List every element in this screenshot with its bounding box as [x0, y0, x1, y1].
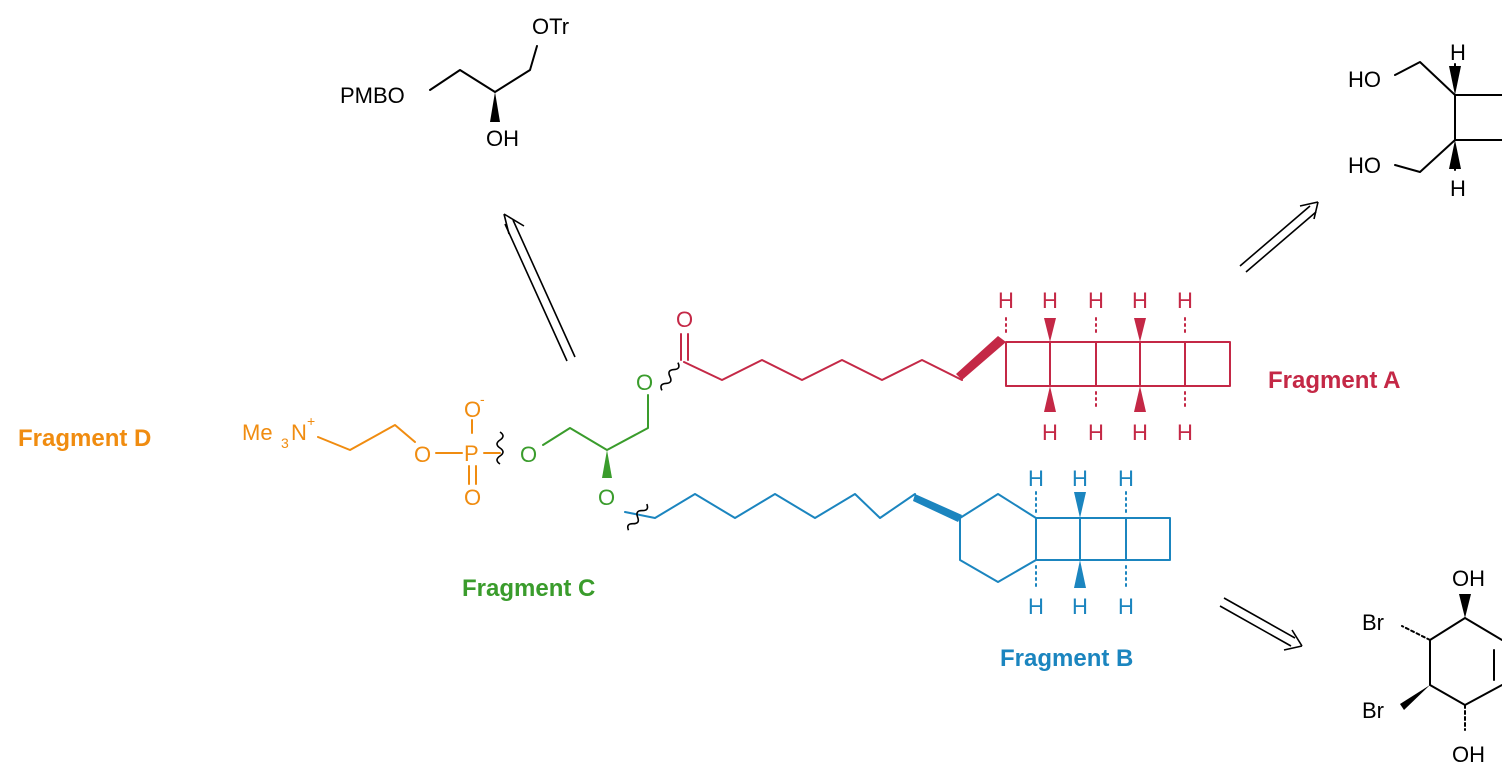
minus-charge: -	[480, 391, 485, 407]
retrosynthesis-arrows	[503, 201, 1319, 651]
oxygen-label: O	[414, 442, 431, 467]
stereo-wedge-bond	[1134, 386, 1146, 412]
hydrogen-label: H	[1450, 176, 1466, 201]
hydrogen-label: H	[1450, 40, 1466, 65]
stereo-wedge-bond	[1074, 560, 1086, 588]
stereo-wedge-bond	[956, 336, 1006, 380]
br-bottom-label: Br	[1362, 698, 1384, 723]
stereo-hash-bond	[1401, 625, 1466, 731]
carbonyl-oxygen-label: O	[676, 307, 693, 332]
stereo-wedge-bond	[602, 450, 612, 478]
stereo-wedge-bond	[1400, 685, 1430, 710]
oh-bottom-label: OH	[1452, 742, 1485, 767]
fragment-b-structure: H H H H H H	[624, 466, 1171, 619]
br-top-label: Br	[1362, 610, 1384, 635]
disconnection-marks	[496, 362, 680, 531]
hydrogen-label: H	[1118, 466, 1134, 491]
trimethyl-label: Me	[242, 420, 273, 445]
precursor-fragment-b: OH OH Br Br	[1362, 566, 1502, 767]
hydrogen-label: H	[1177, 420, 1193, 445]
stereo-wedge-bond	[1074, 492, 1086, 518]
plus-charge: +	[307, 413, 315, 429]
alkyl-chain-bonds	[624, 493, 916, 519]
hydrogen-label: H	[1132, 288, 1148, 313]
disconnection-wavy-line	[660, 362, 680, 391]
ladderane-ring-bonds	[1005, 341, 1231, 387]
hydrogen-label: H	[1118, 594, 1134, 619]
glycerol-backbone-bonds	[542, 394, 649, 451]
oxygen-label: O	[464, 397, 481, 422]
stereo-wedge-bond	[1449, 66, 1461, 95]
stereo-wedge-bond	[1449, 140, 1461, 169]
hydrogen-label: H	[1042, 288, 1058, 313]
fragment-d-label: Fragment D	[18, 425, 151, 452]
stereo-wedge-bond	[490, 92, 500, 122]
ladderane-ring-bonds	[1035, 517, 1171, 561]
fragment-c-structure: O O O	[520, 370, 653, 510]
hydrogen-label: H	[998, 288, 1014, 313]
disconnection-wavy-line	[496, 431, 504, 465]
fragment-b-label: Fragment B	[1000, 645, 1133, 672]
oxygen-label: O	[464, 485, 481, 510]
oh-label: OH	[486, 126, 519, 151]
precursor-fragment-a: HO HO H H	[1348, 40, 1502, 201]
hydrogen-label: H	[1132, 420, 1148, 445]
oh-top-label: OH	[1452, 566, 1485, 591]
hydrogen-label: H	[1072, 594, 1088, 619]
stereo-wedge-bond	[1134, 318, 1146, 342]
hydrogen-label: H	[1042, 420, 1058, 445]
precursor-fragment-c: PMBO OTr OH	[340, 14, 569, 151]
cyclohexane-ring-bonds	[959, 493, 1037, 583]
retro-arrow-to-precursor-c	[503, 213, 576, 362]
retro-arrow-to-precursor-b	[1219, 597, 1303, 651]
hydrogen-label: H	[1177, 288, 1193, 313]
fragment-a-label: Fragment A	[1268, 367, 1400, 394]
fragment-c-label: Fragment C	[462, 575, 595, 602]
phosphorus-label: P	[464, 441, 479, 466]
hydrogen-label: H	[1088, 288, 1104, 313]
stereo-wedge-bond	[1044, 318, 1056, 342]
hydrogen-label: H	[1072, 466, 1088, 491]
retro-arrow-to-precursor-a	[1239, 201, 1319, 273]
carbonyl-double-bond	[680, 333, 689, 361]
fragment-d-structure: Me 3 N + O P O - O	[242, 391, 501, 510]
oxygen-label: O	[520, 442, 537, 467]
cyclohexene-ring-bonds	[1429, 617, 1502, 706]
subscript-three: 3	[281, 435, 289, 451]
hydrogen-label: H	[1028, 594, 1044, 619]
pmbo-label: PMBO	[340, 83, 405, 108]
ho-top-label: HO	[1348, 67, 1381, 92]
stereo-hash-bonds	[1005, 317, 1186, 411]
oxygen-label: O	[636, 370, 653, 395]
fragment-a-structure: O H H H H H H H H H	[676, 288, 1231, 445]
nitrogen-label: N	[291, 420, 307, 445]
stereo-wedge-bond	[1044, 386, 1056, 412]
cyclobutane-diol-bonds	[1394, 61, 1502, 173]
ho-bottom-label: HO	[1348, 153, 1381, 178]
stereo-wedge-bond	[1459, 594, 1471, 618]
otr-label: OTr	[532, 14, 569, 39]
stereo-wedge-bond	[913, 494, 962, 522]
oxygen-label: O	[598, 485, 615, 510]
disconnection-wavy-line	[626, 503, 649, 531]
acyl-chain-bonds	[683, 359, 963, 381]
choline-phosphate-bonds	[317, 419, 501, 485]
glycerol-chain-bonds	[429, 45, 538, 93]
hydrogen-label: H	[1088, 420, 1104, 445]
hydrogen-label: H	[1028, 466, 1044, 491]
